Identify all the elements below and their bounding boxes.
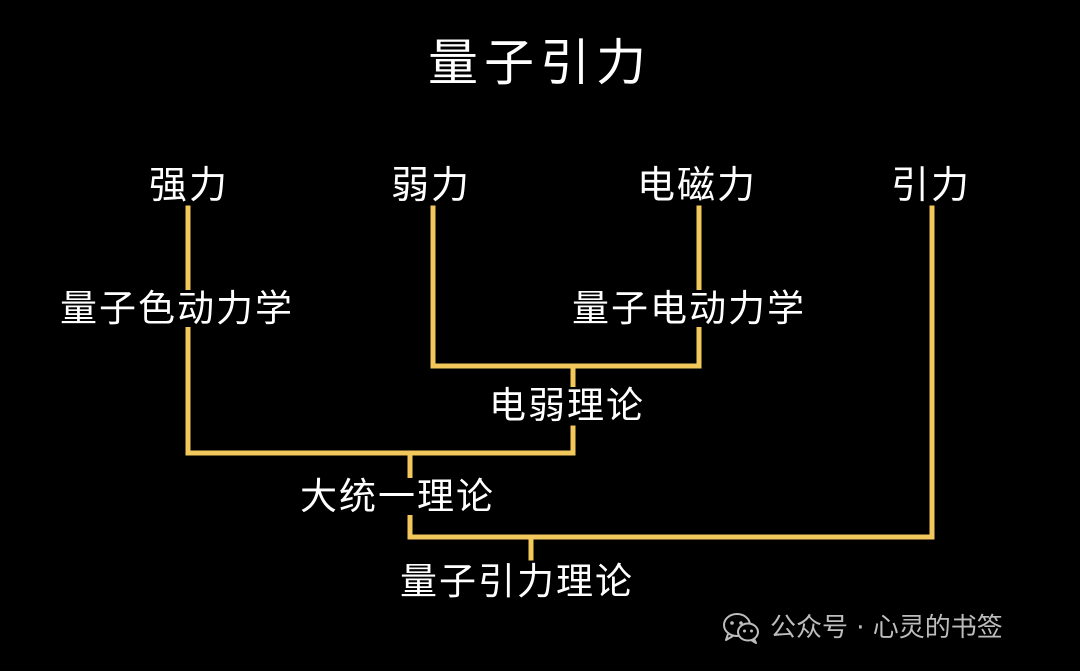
node-gravity-force: 引力 — [891, 163, 972, 207]
watermark: 公众号 · 心灵的书签 — [722, 612, 1003, 644]
node-electroweak: 电弱理论 — [489, 384, 645, 427]
watermark-text: 公众号 · 心灵的书签 — [770, 613, 1003, 643]
node-strong-force: 强力 — [149, 163, 230, 207]
line-weak-qed-to-electroweak — [430, 205, 702, 369]
node-qed: 量子电动力学 — [572, 287, 806, 330]
wechat-icon — [723, 613, 759, 644]
node-weak-force: 弱力 — [391, 163, 472, 207]
line-gravity-to-qg — [407, 205, 935, 540]
node-gut: 大统一理论 — [300, 475, 495, 518]
node-quantum-gravity-theory: 量子引力理论 — [400, 560, 634, 603]
line-qcd-electroweak-to-gut — [185, 325, 576, 456]
page-title: 量子引力 — [428, 34, 652, 92]
node-qcd: 量子色动力学 — [60, 287, 294, 330]
node-electromagnetic-force: 电磁力 — [637, 163, 758, 207]
